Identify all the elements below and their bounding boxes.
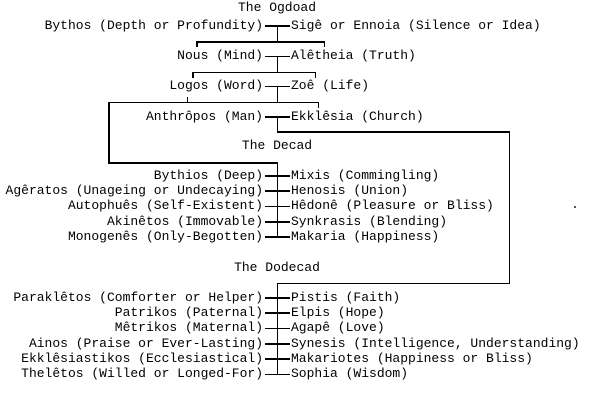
aeon-label-right: Mixis (Commingling): [291, 167, 440, 183]
dodecad-spine-line: [276, 282, 278, 375]
section-title-dodecad: The Dodecad: [234, 260, 320, 275]
aeon-label-right: Sophia (Wisdom): [291, 366, 409, 381]
aeon-label-right: Henosis (Union): [291, 183, 409, 198]
bracket-tick: [314, 71, 316, 78]
aeon-label-right: Ekklêsia (Church): [291, 108, 424, 124]
bracket-tick: [323, 41, 325, 47]
aeon-label-left: Ainos (Praise or Ever-Lasting): [28, 335, 263, 351]
marriage-line: [265, 85, 290, 87]
marriage-line: [265, 116, 290, 118]
decad-spine-line: [276, 162, 278, 237]
dodecad-branch-line: [508, 131, 510, 284]
aeon-label-left: Logos (Word): [169, 78, 263, 93]
descent-line: [276, 26, 278, 42]
aeon-label-right: Alêtheia (Truth): [291, 48, 416, 63]
bracket-tick: [196, 41, 198, 47]
aeon-label-right: Agapê (Love): [291, 320, 385, 335]
aeon-label-right: Synkrasis (Blending): [291, 213, 448, 229]
dodecad-branch-line: [276, 131, 510, 133]
speck: [574, 206, 576, 208]
decad-branch-line: [108, 101, 110, 163]
aeon-label-left: Patrikos (Paternal): [114, 305, 263, 320]
aeon-label-left: Bythios (Deep): [153, 167, 263, 183]
aeon-label-left: Akinêtos (Immovable): [106, 213, 263, 229]
bracket-tick: [192, 71, 194, 78]
decad-branch-line: [108, 162, 277, 164]
aeon-label-right: Makaria (Happiness): [291, 229, 440, 244]
aeon-label-left: Nous (Mind): [177, 48, 263, 63]
aeon-label-left: Mêtrikos (Maternal): [114, 320, 263, 335]
aeon-label-right: Makariotes (Happiness or Bliss): [291, 351, 533, 366]
aeon-label-left: Autophuês (Self-Existent): [67, 198, 263, 213]
aeon-label-right: Pistis (Faith): [291, 289, 401, 305]
aeon-label-left: Paraklêtos (Comforter or Helper): [13, 289, 263, 305]
aeon-label-right: Synesis (Intelligence, Understanding): [291, 335, 580, 351]
marriage-line: [265, 55, 290, 57]
aeon-label-left: Agêratos (Unageing or Undecaying): [5, 183, 263, 198]
aeon-label-right: Zoê (Life): [291, 78, 370, 93]
marriage-line: [265, 25, 290, 27]
sibling-bracket: [196, 41, 325, 43]
aeon-label-left: Monogenês (Only-Begotten): [67, 229, 263, 244]
section-title-decad: The Decad: [241, 138, 313, 153]
descent-line: [276, 117, 278, 132]
aeon-label-right: Sigê or Ennoia (Silence or Idea): [291, 17, 541, 33]
bracket-tick: [186, 96, 188, 102]
aeon-label-left: Ekklêsiastikos (Ecclesiastical): [21, 351, 263, 366]
aeon-label-left: Anthrôpos (Man): [145, 108, 263, 124]
sibling-bracket: [192, 71, 316, 73]
dodecad-branch-line: [276, 282, 510, 284]
bracket-tick: [317, 101, 319, 108]
descent-line: [276, 57, 278, 72]
aeon-label-left: Bythos (Depth or Profundity): [44, 17, 263, 33]
aeon-label-left: Thelêtos (Willed or Longed-For): [21, 366, 263, 381]
descent-line: [276, 87, 278, 102]
section-title-ogdoad: The Ogdoad: [237, 0, 316, 15]
aeon-label-right: Elpis (Hope): [291, 305, 385, 320]
aeon-label-right: Hêdonê (Pleasure or Bliss): [291, 198, 494, 213]
sibling-bracket: [108, 101, 319, 103]
